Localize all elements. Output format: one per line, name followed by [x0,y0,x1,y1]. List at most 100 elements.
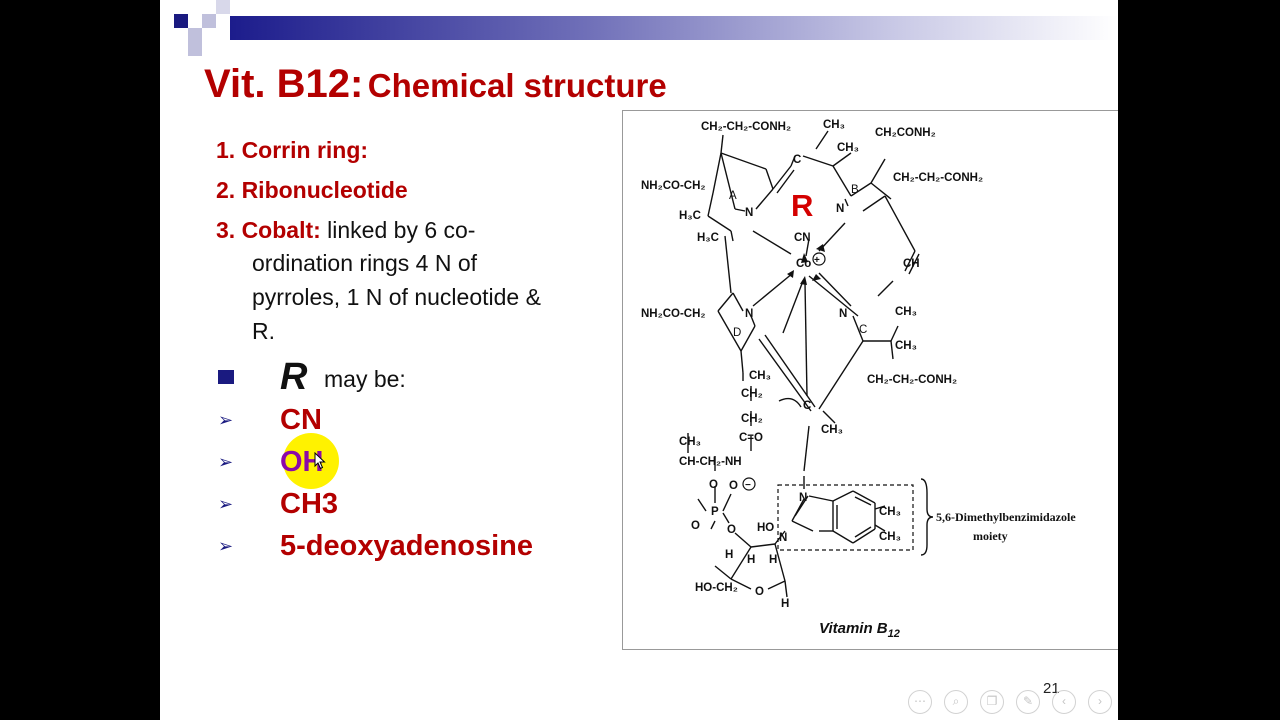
item-corrin-ring: 1. Corrin ring: [216,137,368,164]
label-ring-a-left: NH₂CO-CH₂ [641,180,706,192]
label-d-ch3: CH₃ [749,370,771,382]
label-h1: H [725,549,733,561]
label-n-b: N [836,203,844,215]
label-o-minus: − [745,480,751,491]
label-bz-ch3-1: CH₃ [879,506,901,518]
caption-name: Vitamin B [819,620,888,637]
cursor-highlight [283,433,339,489]
arrow-bullet-icon: ➢ [218,536,234,556]
slide: Vit. B12: Chemical structure 1. Corrin r… [160,0,1118,720]
label-ring-b-ch3: CH₃ [837,142,859,154]
label-right-chain: CH₂-CH₂-CONH₂ [893,172,983,184]
label-o3-left: O [691,520,700,532]
label-co: Co [796,258,811,270]
next-icon[interactable]: › [1088,690,1112,714]
arrow-head [800,276,807,285]
logo-square [202,14,216,28]
arrow-head [787,270,794,278]
caption: Vitamin B12 [819,620,900,640]
label-o-ring: O [755,586,764,598]
label-top-ch3: CH₃ [823,119,845,131]
charge-circle [742,477,756,491]
logo-square [188,28,202,42]
label-ring-c-ch3-1: CH₃ [895,306,917,318]
logo-square [188,42,202,56]
label-n-c: N [839,308,847,320]
atom-labels: CH₂-CH₂-CONH₂ CH₃ CH₂CONH₂ CH₃ CH₂-CH₂-C… [641,119,983,610]
label-ho-sugar: HO [757,522,774,534]
label-ring-c-chain: CH₂-CH₂-CONH₂ [867,374,957,386]
vitamin-b12-structure-figure: CH₂-CH₂-CONH₂ CH₃ CH₂CONH₂ CH₃ CH₂-CH₂-C… [622,110,1118,650]
pen-icon[interactable]: ✎ [1016,690,1040,714]
label-c-top: C [793,154,801,166]
item-label: 2. Ribonucleotide [216,177,408,203]
more-icon[interactable]: ⋯ [908,690,932,714]
label-d-ch2-1: CH₂ [741,388,763,400]
r-option-text: CH3 [280,488,339,520]
moiety-line-1: 5,6-Dimethylbenzimidazole [936,510,1076,524]
item-ribonucleotide: 2. Ribonucleotide [216,177,408,204]
label-p: P [711,506,719,518]
copy-icon[interactable]: ❐ [980,690,1004,714]
label-co-charge: + [814,255,820,266]
label-ring-d: D [733,327,741,339]
label-h3c-1: H₃C [679,210,701,222]
charge-circle [812,252,826,266]
label-ch-right: CH [903,258,920,270]
cobalt-text-line: R. [252,318,275,344]
item-label: 1. Corrin ring: [216,137,369,163]
label-n-a: N [745,207,753,219]
label-c-bottom-ch3: CH₃ [821,424,843,436]
label-top-left-chain: CH₂-CH₂-CONH₂ [701,121,791,133]
label-o3: O [727,524,736,536]
label-o2: O [729,480,738,492]
label-c-bottom: C [803,400,811,412]
cobalt-text-line: pyrroles, 1 N of nucleotide & [252,284,541,310]
label-bz-n2: N [779,532,787,544]
r-option-text: 5-deoxyadenosine [280,530,534,562]
label-ho-ch2: HO-CH₂ [695,582,738,594]
label-h3c-2: H₃C [697,232,719,244]
label-bz-ch3-2: CH₃ [879,531,901,543]
arrow-bullet-icon: ➢ [218,494,234,514]
big-r-label: R [791,188,813,223]
title-main: Vit. B12: [204,62,364,106]
cobalt-text-line: ordination rings 4 N of [252,250,478,276]
label-top-right-chain: CH₂CONH₂ [875,127,936,139]
arrow-head [812,274,821,281]
zoom-icon[interactable]: ⌕ [944,690,968,714]
item-label: 3. Cobalt: [216,217,321,243]
label-ring-c-ch3-2: CH₃ [895,340,917,352]
label-h3: H [769,554,777,566]
structure-diagram: CH₂-CH₂-CONH₂ CH₃ CH₂CONH₂ CH₃ CH₂-CH₂-C… [641,119,1076,640]
label-side-chain: CH-CH₂-NH [679,456,742,468]
label-ring-b: B [851,184,859,196]
arrow-head [816,244,825,252]
label-n-d: N [745,308,753,320]
label-ring-a: A [729,190,737,202]
square-bullet-icon [218,370,234,384]
r-letter: R [280,356,308,398]
label-o1: O [709,479,718,491]
label-ring-d-left: NH₂CO-CH₂ [641,308,706,320]
item-cobalt: 3. Cobalt: linked by 6 co- [216,217,475,244]
label-cn: CN [794,232,811,244]
r-may-be-text: may be: [324,366,406,392]
title-sub: Chemical structure [367,67,667,104]
prev-icon[interactable]: ‹ [1052,690,1076,714]
label-h2: H [747,554,755,566]
label-ring-c: C [859,324,867,336]
arrow-bullet-icon: ➢ [218,410,234,430]
label-bz-n1: N [799,492,807,504]
label-c-eq-o: C=O [739,432,763,444]
label-side-ch3: CH₃ [679,436,701,448]
mouse-cursor-icon [314,452,326,470]
moiety-line-2: moiety [973,529,1008,543]
slide-title: Vit. B12: Chemical structure [204,62,667,107]
caption-sub: 12 [888,628,900,640]
bond-lines [687,130,920,598]
label-d-ch2-2: CH₂ [741,413,763,425]
arrow-head [801,253,808,263]
bond-arc [778,397,802,408]
logo-square [216,0,230,14]
